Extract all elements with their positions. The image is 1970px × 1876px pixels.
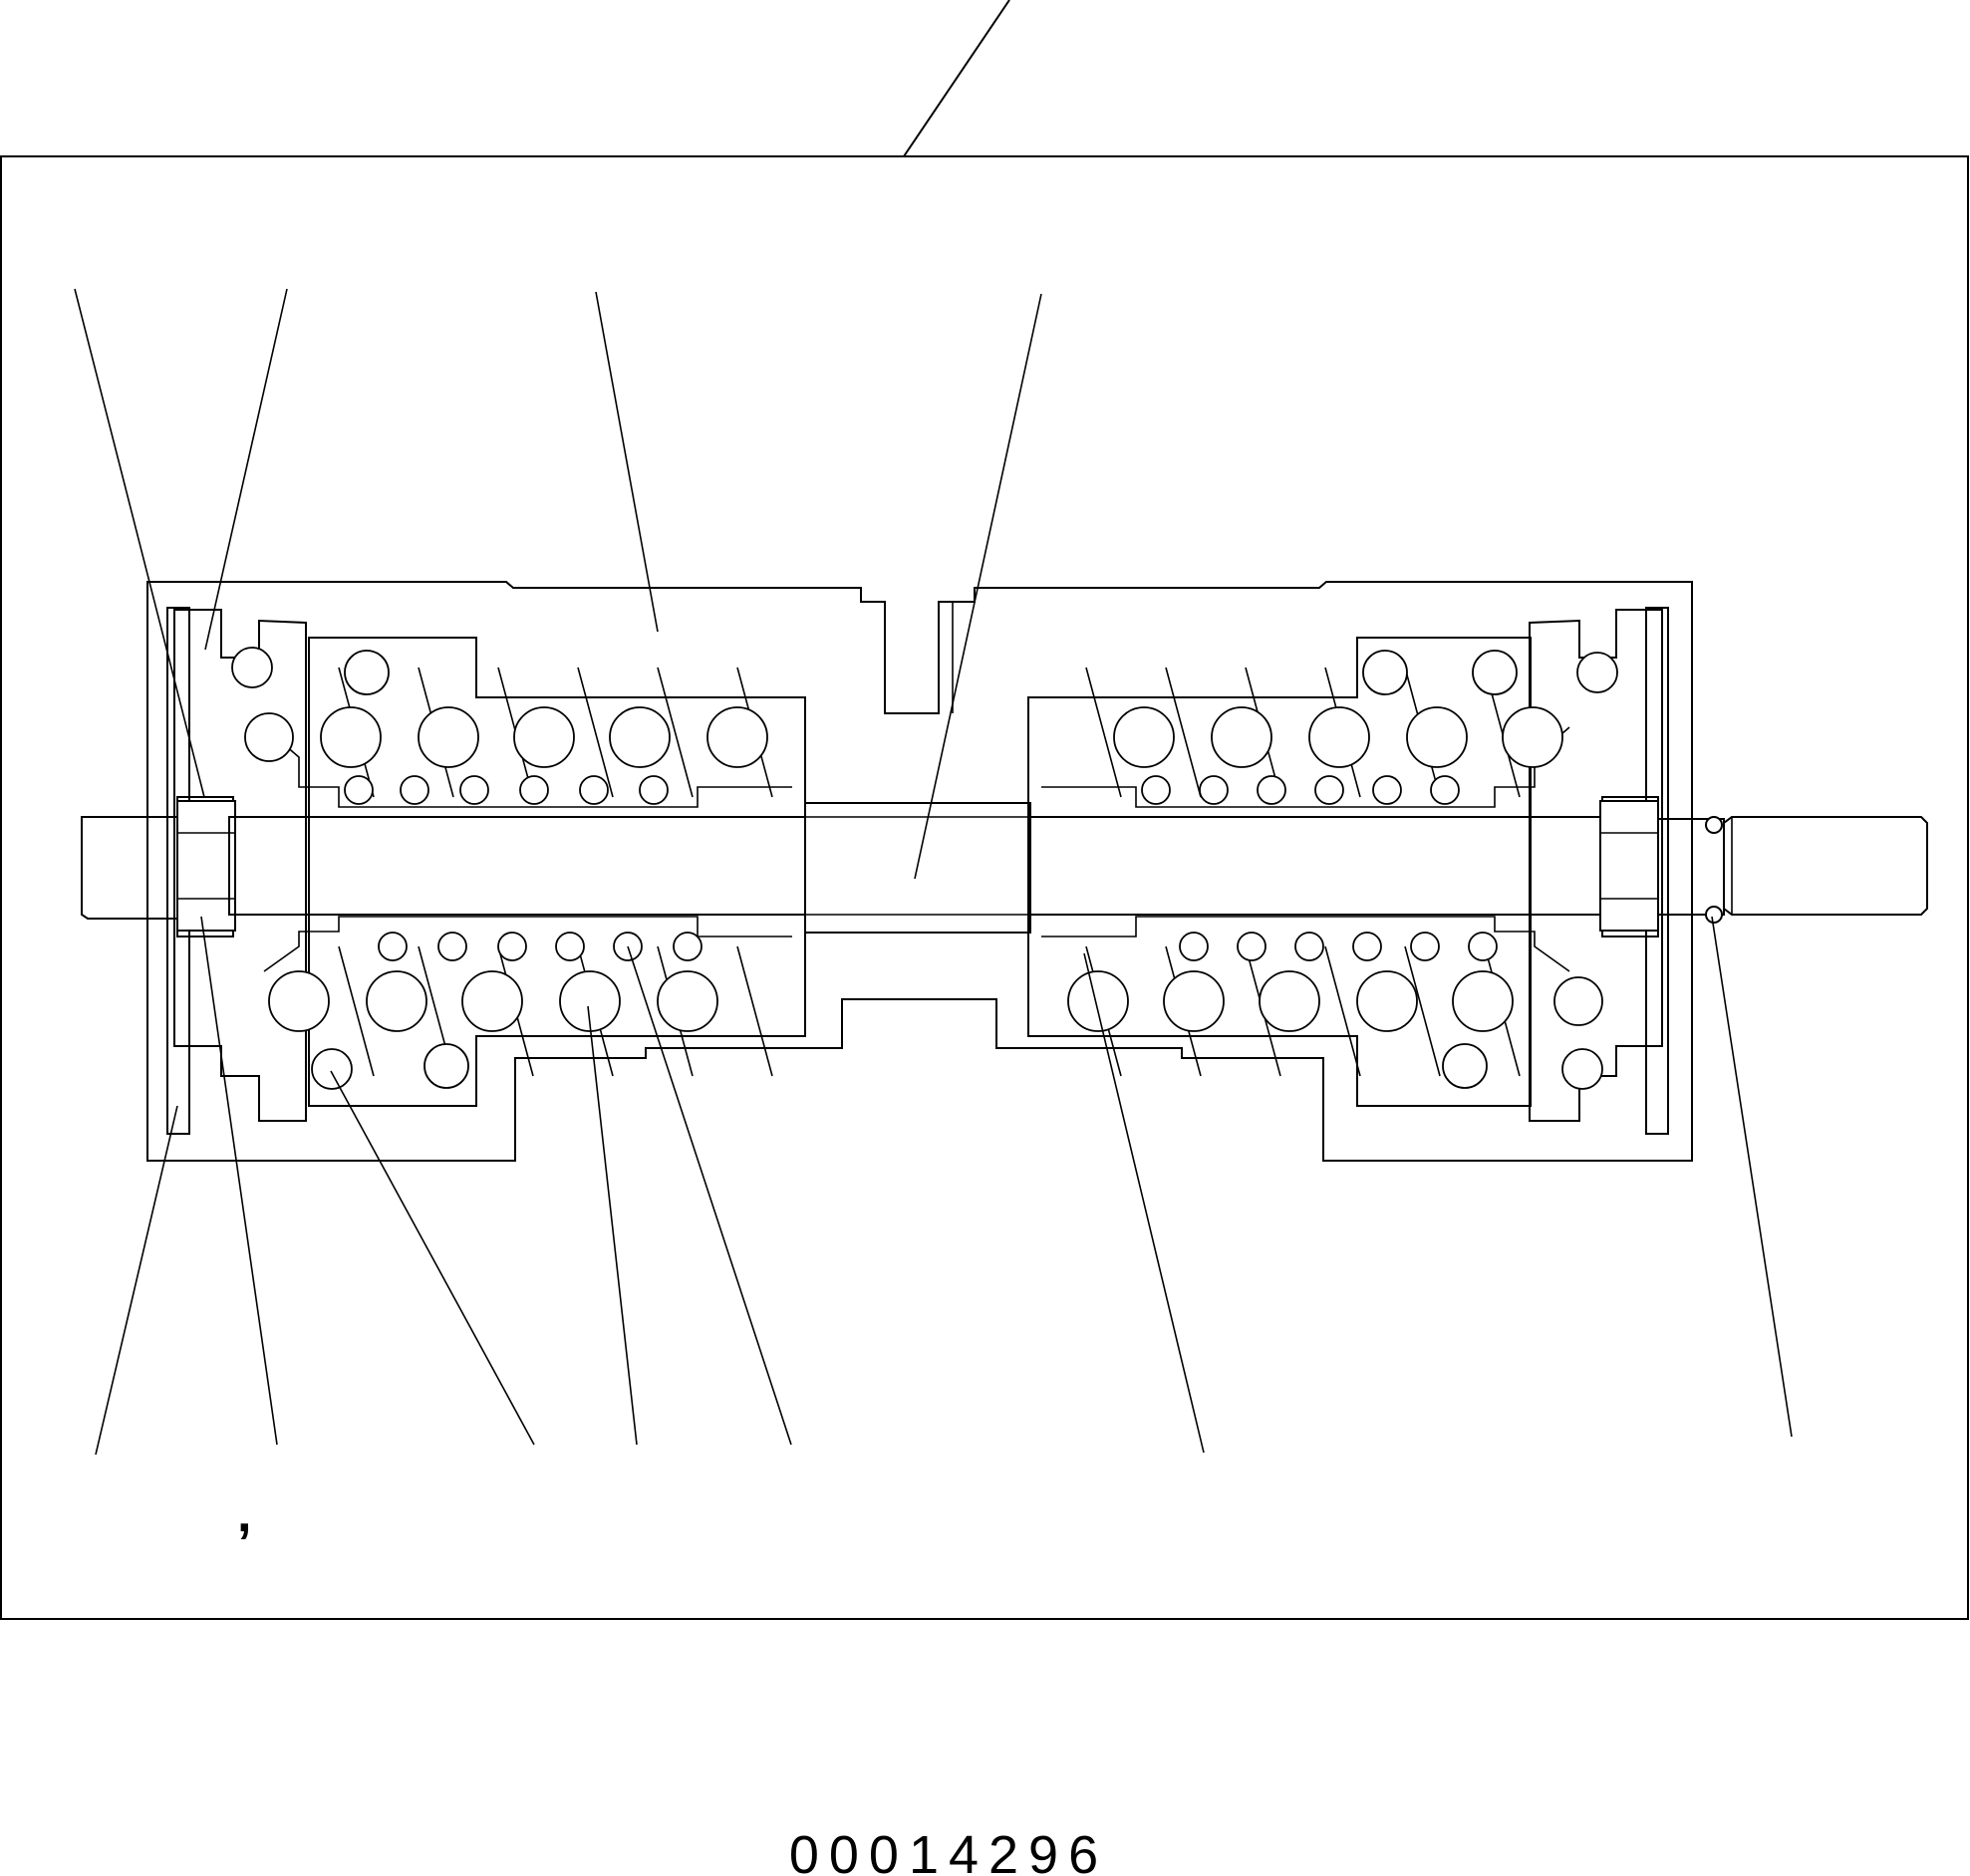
- left-outer-spring-coils: [231, 647, 773, 1090]
- left-inner-spring-coils: [344, 775, 703, 961]
- drawing-number: 00014296: [789, 1825, 1108, 1876]
- comma-mark: ,: [237, 1485, 251, 1543]
- left-springs: [231, 647, 773, 1090]
- leader-top-3: [595, 291, 659, 633]
- leader-bottom-6: [1083, 952, 1205, 1454]
- leader-bottom-2: [200, 916, 278, 1446]
- leader-top-4: [914, 293, 1042, 880]
- leader-top-1: [74, 288, 205, 798]
- leader-lines: [74, 288, 1793, 1456]
- right-outer-spring-coils: [1067, 650, 1618, 1090]
- spool: [81, 800, 1928, 934]
- leader-bottom-4: [587, 1005, 638, 1446]
- left-spring-housing: [166, 607, 806, 1135]
- leader-top-2: [204, 288, 288, 651]
- right-springs: [1067, 650, 1618, 1090]
- leader-bottom-7: [1711, 916, 1793, 1438]
- leader-bottom-1: [95, 1105, 178, 1456]
- leader-bottom-5: [627, 945, 792, 1446]
- leader-bottom-3: [330, 1070, 535, 1446]
- valve-body: [146, 581, 1693, 1162]
- right-inner-spring-coils: [1141, 775, 1498, 961]
- frame: [0, 0, 1969, 1620]
